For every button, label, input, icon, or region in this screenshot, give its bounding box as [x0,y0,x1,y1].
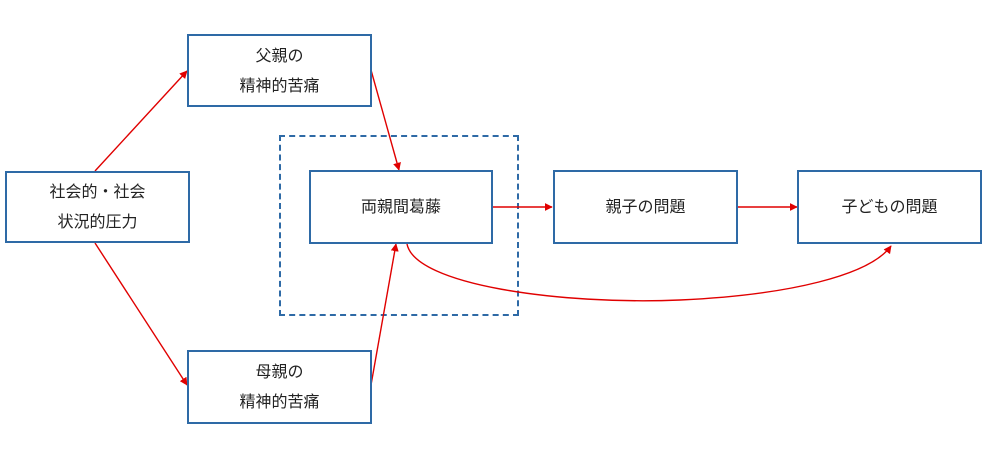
child-problems-box: 子どもの問題 [797,170,982,244]
parent-child-problems-label: 親子の問題 [605,197,686,216]
father-distress-box: 父親の 精神的苦痛 [187,34,372,107]
mother-distress-line1: 母親の [255,362,304,381]
arrow-mother-to-conflict [370,243,399,386]
arrow-pressure-to-father [94,70,188,172]
arrow-pressure-to-mother [94,242,188,386]
marital-conflict-box: 両親間葛藤 [309,170,493,244]
marital-conflict-label: 両親間葛藤 [360,197,441,216]
father-distress-line2: 精神的苦痛 [239,75,320,95]
child-problems-label: 子どもの問題 [841,197,938,216]
marital-conflict-group-frame [279,135,519,316]
social-pressure-line2: 状況的圧力 [57,212,138,231]
social-pressure-box: 社会的・社会 状況的圧力 [5,171,190,243]
mother-distress-box: 母親の 精神的苦痛 [187,350,372,424]
parent-child-problems-box: 親子の問題 [553,170,738,244]
father-distress-line1: 父親の [255,45,304,65]
arrow-father-to-conflict [370,69,401,171]
arrow-conflict-to-child-curve [406,243,892,302]
mother-distress-line2: 精神的苦痛 [239,392,320,411]
social-pressure-line1: 社会的・社会 [49,182,146,201]
